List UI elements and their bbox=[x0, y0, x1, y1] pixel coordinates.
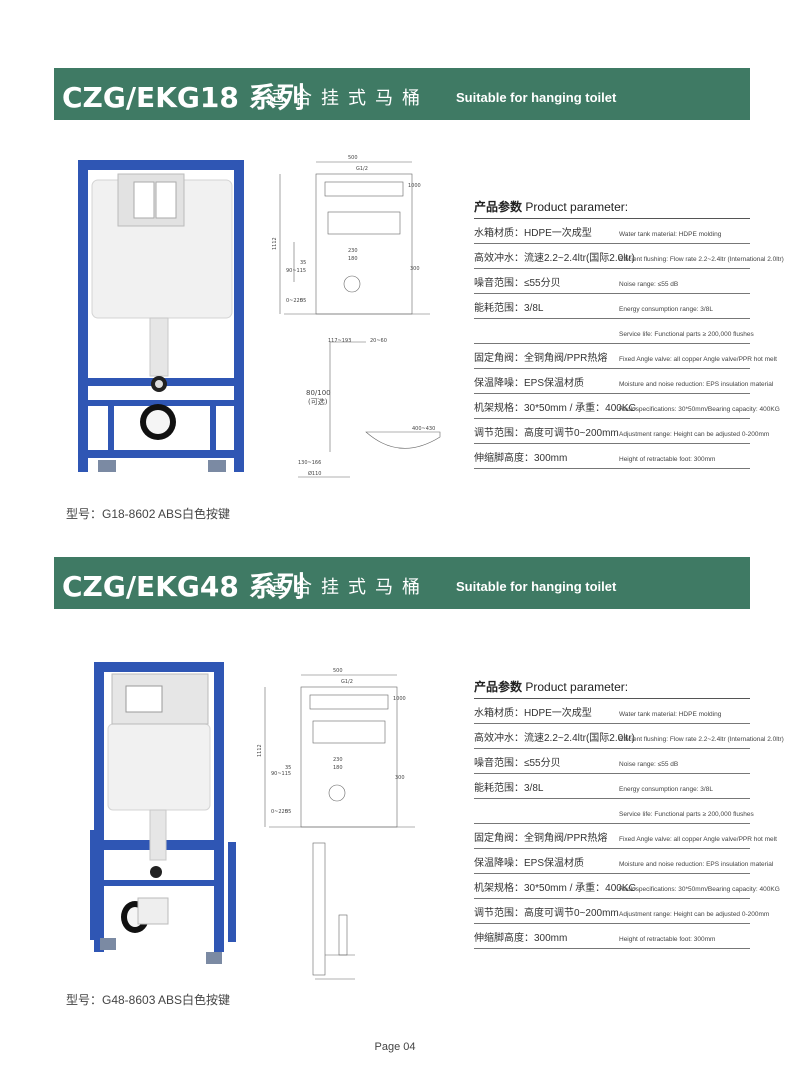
dim-d7: 55 bbox=[285, 809, 291, 815]
param-row: Service life: Functional parts ≥ 200,000… bbox=[474, 319, 754, 344]
dim-d2: 35 bbox=[300, 260, 306, 266]
english-subtitle: Suitable for hanging toilet bbox=[456, 579, 617, 594]
dim-s2: 20~60 bbox=[370, 338, 387, 344]
dim-h1: 1000 bbox=[408, 183, 421, 189]
dim-s7: Ø110 bbox=[308, 470, 321, 477]
dim-g: G1/2 bbox=[356, 166, 368, 172]
dim-d6: 0~220 bbox=[271, 809, 288, 815]
dim-d5: 300 bbox=[395, 775, 405, 781]
dim-h2: 1112 bbox=[257, 744, 263, 757]
dim-d6: 0~220 bbox=[286, 298, 303, 304]
page-number: Page 04 bbox=[374, 1041, 416, 1053]
dim-d7: 55 bbox=[300, 298, 306, 304]
technical-drawing: 500 G1/2 1000 1112 90~115 35 230 180 300… bbox=[257, 668, 415, 980]
dim-g: G1/2 bbox=[341, 679, 353, 685]
dim-s5: 400~430 bbox=[412, 426, 435, 432]
dim-s3: 80/100 bbox=[306, 389, 331, 397]
param-row: 高效冲水：流速2.2~2.4ltr(国际2.0ltr)Efficient flu… bbox=[474, 244, 784, 269]
dim-d4: 180 bbox=[348, 256, 358, 262]
dim-d5: 300 bbox=[410, 266, 420, 272]
chinese-subtitle: 适合挂式马桶 bbox=[267, 577, 429, 598]
dim-s1: 117~193 bbox=[328, 338, 351, 344]
section-header-band: CZG/EKG18 系列 适合挂式马桶 Suitable for hanging… bbox=[54, 68, 750, 120]
dim-width: 500 bbox=[333, 668, 343, 674]
product-photo-frame bbox=[78, 160, 244, 472]
series-title: CZG/EKG48 系列 bbox=[62, 570, 305, 603]
dim-d3: 230 bbox=[348, 248, 358, 254]
product-photo-frame bbox=[90, 662, 236, 964]
dim-d3: 230 bbox=[333, 757, 343, 763]
chinese-subtitle: 适合挂式马桶 bbox=[267, 88, 429, 109]
dim-d2: 35 bbox=[285, 765, 291, 771]
dim-s4: (可选) bbox=[308, 397, 328, 406]
parameter-title: 产品参数 Product parameter: bbox=[474, 678, 750, 699]
dim-width: 500 bbox=[348, 155, 358, 161]
dim-h1: 1000 bbox=[393, 696, 406, 702]
model-label: 型号：G48-8603 ABS白色按键 bbox=[66, 993, 231, 1007]
english-subtitle: Suitable for hanging toilet bbox=[456, 90, 617, 105]
dim-d4: 180 bbox=[333, 765, 343, 771]
parameter-title: 产品参数 Product parameter: bbox=[474, 198, 750, 219]
model-label: 型号：G18-8602 ABS白色按键 bbox=[66, 507, 231, 521]
series-title: CZG/EKG18 系列 bbox=[62, 81, 305, 114]
section-header-band: CZG/EKG48 系列 适合挂式马桶 Suitable for hanging… bbox=[54, 557, 750, 609]
param-row: 高效冲水：流速2.2~2.4ltr(国际2.0ltr)Efficient flu… bbox=[474, 724, 784, 749]
technical-drawing: 500 G1/2 1000 1112 90~115 35 230 180 300… bbox=[272, 155, 441, 478]
param-row: Service life: Functional parts ≥ 200,000… bbox=[474, 799, 754, 824]
dim-h2: 1112 bbox=[272, 237, 278, 250]
dim-s6: 130~166 bbox=[298, 460, 321, 466]
dim-d1: 90~115 bbox=[271, 771, 291, 777]
dim-d1: 90~115 bbox=[286, 268, 306, 274]
